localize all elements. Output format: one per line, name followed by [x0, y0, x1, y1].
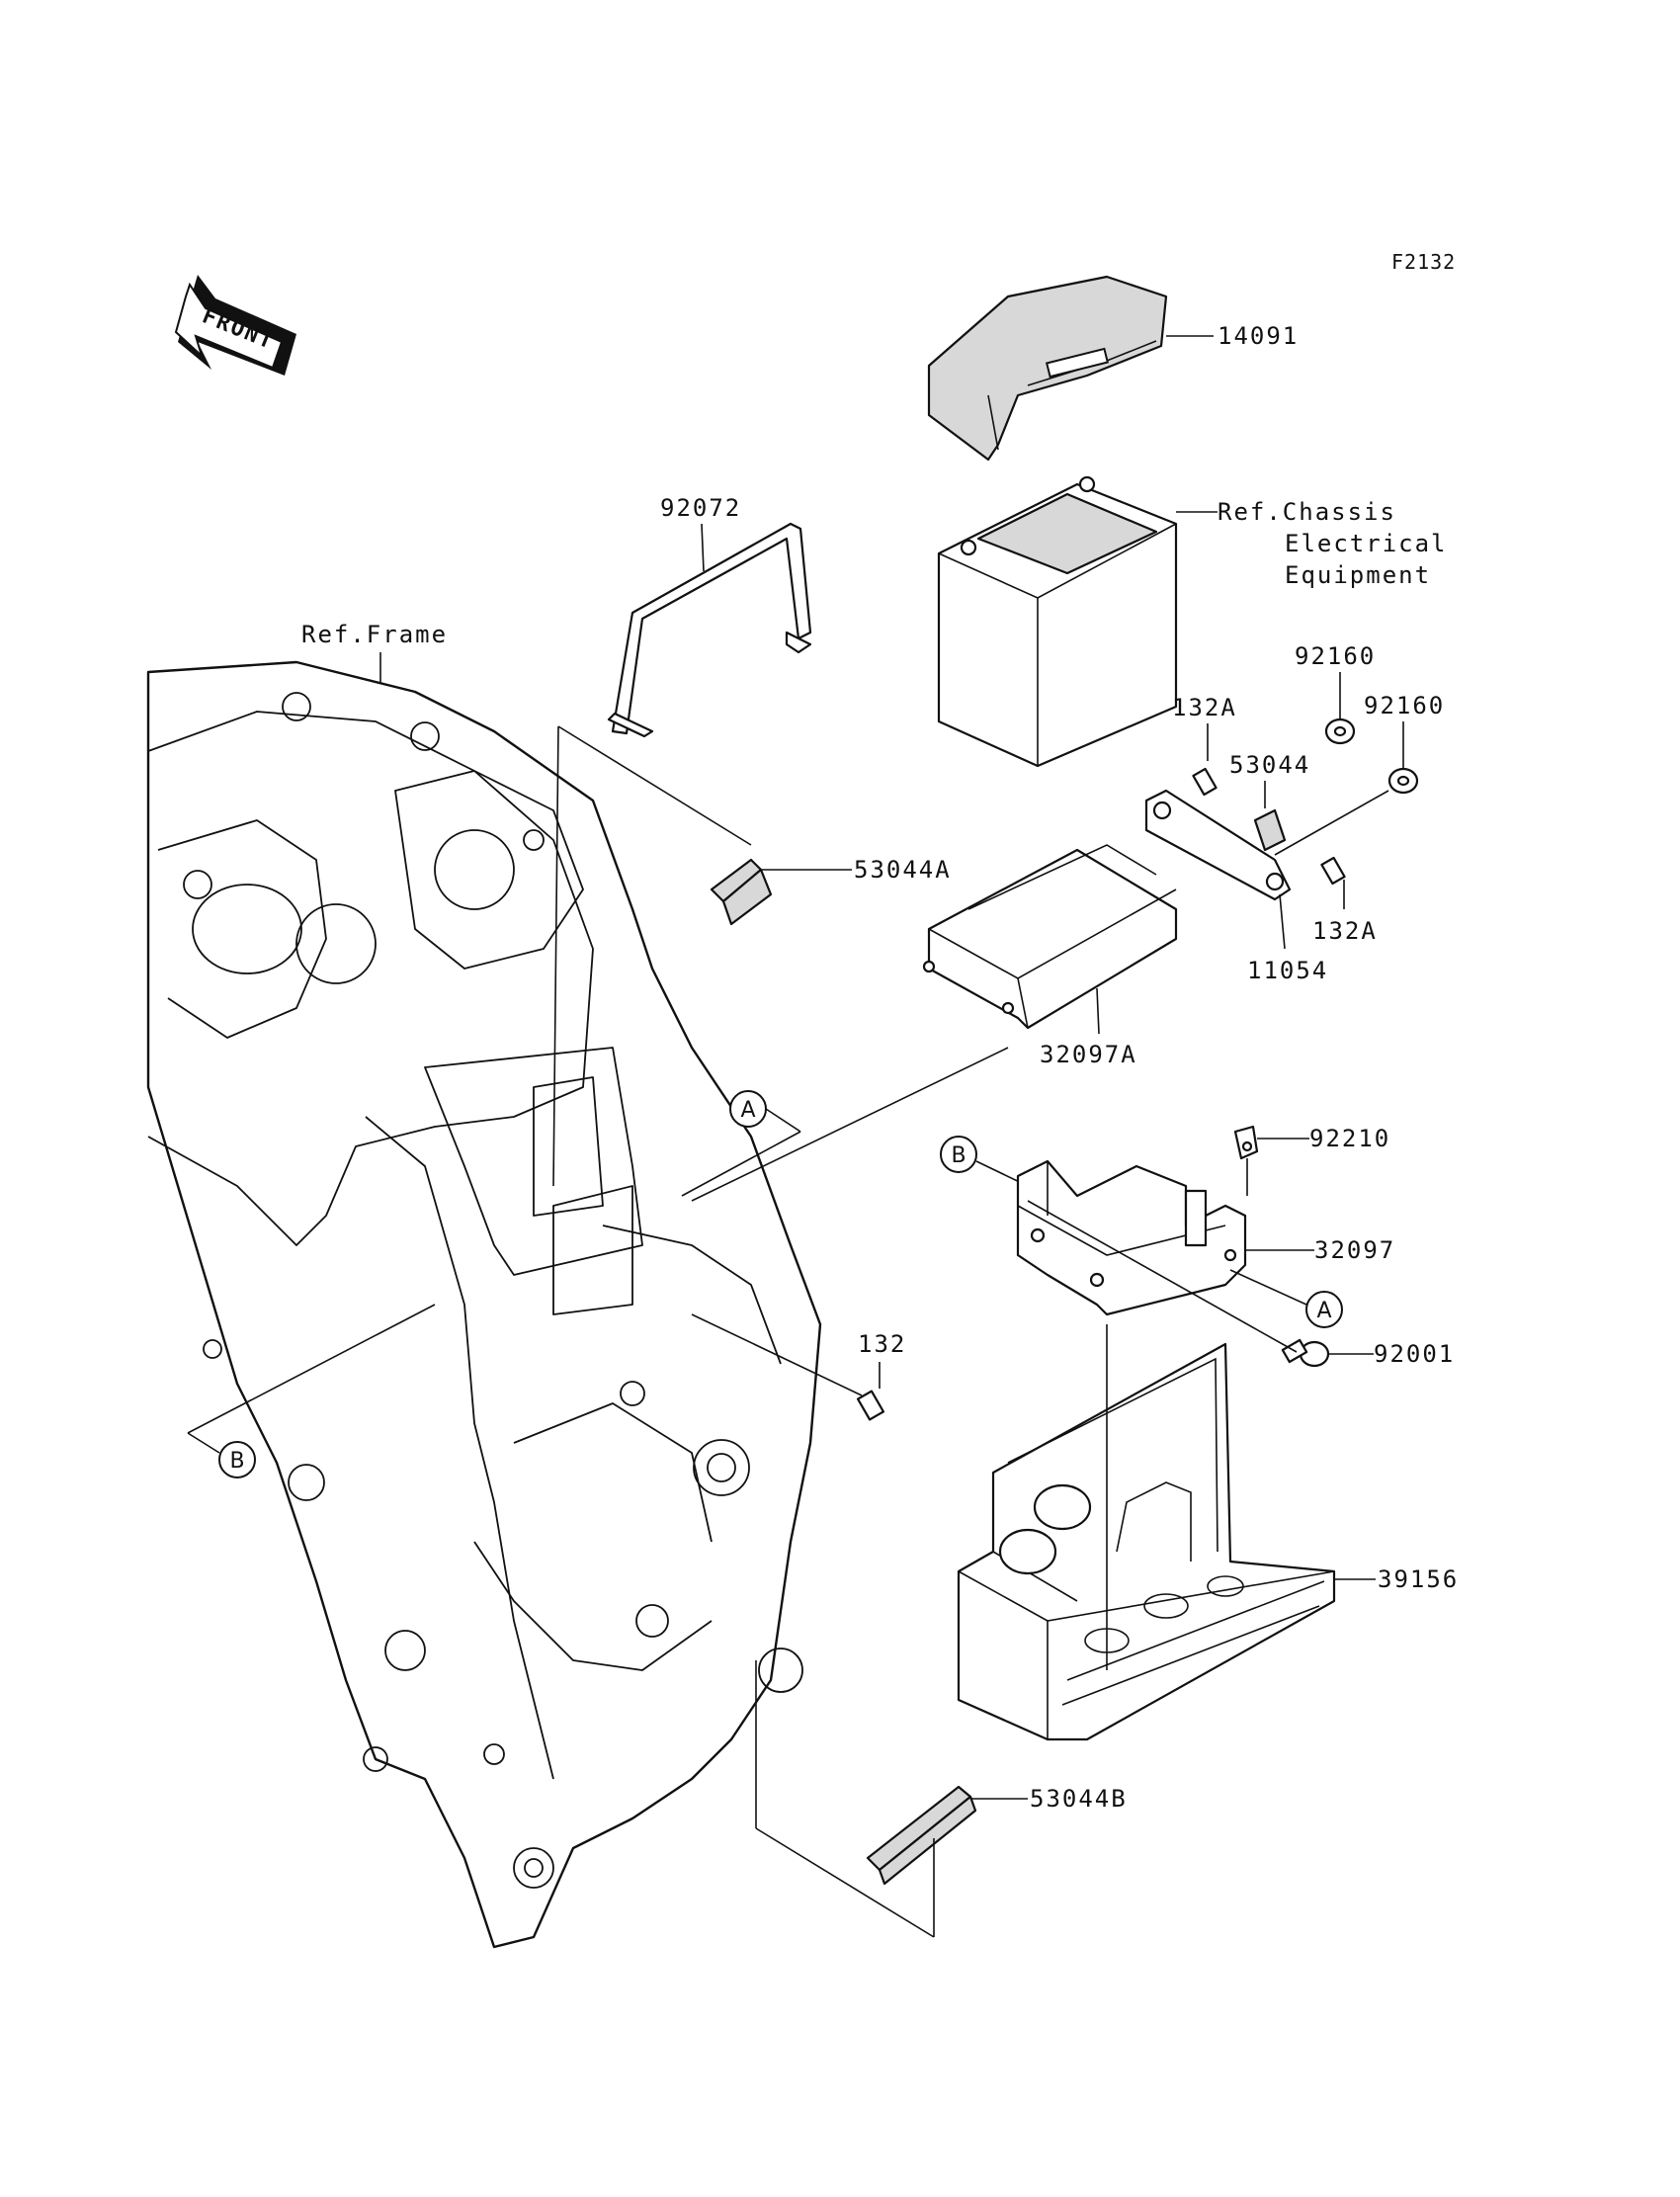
spacer-53044b-part: [866, 1785, 977, 1886]
bolt-132a-bottom-part: [1320, 856, 1346, 886]
spacer-53044a-part: [710, 858, 773, 926]
motorcycle-frame: [146, 660, 822, 1949]
part-132a-top-label: 132A: [1172, 694, 1237, 721]
part-92210-label: 92210: [1309, 1125, 1390, 1152]
front-arrow-icon: FRONT: [174, 275, 296, 376]
part-53044b-label: 53044B: [1030, 1785, 1128, 1813]
washer-92160-b-part: [1387, 767, 1419, 795]
battery-part: [937, 475, 1178, 768]
bracket-11054-part: [1144, 789, 1292, 901]
callout-a-right: A: [1305, 1291, 1343, 1328]
part-92160-b-label: 92160: [1364, 692, 1445, 719]
spacer-53044-part: [1253, 808, 1287, 852]
callout-b-left: B: [218, 1441, 256, 1479]
part-11054-label: 11054: [1247, 957, 1328, 984]
part-39156-label: 39156: [1378, 1565, 1459, 1593]
svg-text:A: A: [1316, 1299, 1331, 1323]
clip-92210-part: [1233, 1125, 1259, 1160]
part-32097-label: 32097: [1314, 1236, 1395, 1264]
part-92001-label: 92001: [1374, 1340, 1455, 1368]
bolt-92001-part: [1281, 1338, 1330, 1368]
part-92072-label: 92072: [660, 494, 741, 522]
battery-cover-part: [927, 275, 1168, 462]
callout-b-right: B: [940, 1136, 977, 1173]
part-132-label: 132: [858, 1330, 906, 1358]
ref-frame-label: Ref.Frame: [301, 621, 448, 648]
part-53044a-label: 53044A: [854, 856, 952, 884]
ref-chassis-line3: Equipment: [1285, 561, 1431, 589]
svg-text:B: B: [229, 1449, 244, 1474]
part-32097a-label: 32097A: [1040, 1041, 1137, 1068]
callout-a-left: A: [729, 1090, 767, 1128]
part-14091-label: 14091: [1218, 322, 1299, 350]
battery-tray-32097-part: [1016, 1159, 1247, 1316]
battery-box-32097a-part: [922, 844, 1178, 1030]
part-132a-bottom-label: 132A: [1312, 917, 1378, 945]
ref-chassis-line1: Ref.Chassis: [1218, 498, 1396, 526]
svg-text:B: B: [951, 1143, 966, 1168]
battery-guard-39156-part: [957, 1342, 1336, 1741]
battery-strap-part: [607, 522, 812, 738]
diagram-code: F2132: [1391, 250, 1456, 274]
part-92160-a-label: 92160: [1295, 642, 1376, 670]
ref-chassis-line2: Electrical: [1285, 530, 1448, 557]
washer-92160-a-part: [1324, 718, 1356, 745]
bolt-132a-top-part: [1192, 767, 1218, 797]
svg-text:A: A: [740, 1098, 755, 1123]
part-53044-label: 53044: [1229, 751, 1310, 779]
bolt-132-part: [856, 1390, 885, 1421]
